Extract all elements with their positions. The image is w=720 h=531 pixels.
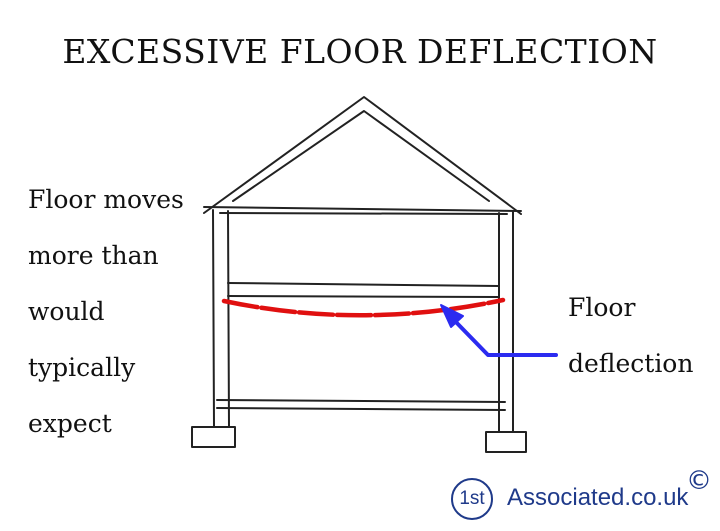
left-wall-inner bbox=[227, 210, 230, 428]
arrow-shaft bbox=[450, 316, 558, 357]
ground-floor-bottom bbox=[216, 407, 506, 411]
floor-moves-note: Floor moves more than would typically ex… bbox=[28, 172, 218, 452]
logo-text: Associated.co.uk bbox=[507, 484, 689, 511]
copyright-icon: © bbox=[686, 466, 712, 496]
note-line-2: more than bbox=[28, 241, 159, 270]
ground-floor-top bbox=[216, 399, 506, 403]
roof-inner bbox=[232, 110, 490, 202]
first-floor-bottom bbox=[227, 295, 500, 298]
note-line-5: expect bbox=[28, 409, 112, 438]
note-line-1: Floor moves bbox=[28, 185, 184, 214]
deflection-label-line-1: Floor bbox=[568, 293, 636, 322]
arrow-icon bbox=[440, 304, 464, 328]
page-title: EXCESSIVE FLOOR DEFLECTION bbox=[62, 32, 658, 71]
left-wall-outer bbox=[212, 209, 215, 428]
first-floor-top bbox=[227, 282, 500, 287]
logo-badge: 1st bbox=[451, 478, 493, 520]
right-foundation bbox=[485, 431, 527, 453]
floor-deflection-label: Floor deflection bbox=[568, 280, 718, 392]
deflection-label-line-2: deflection bbox=[568, 349, 694, 378]
roof-outline bbox=[203, 96, 522, 215]
brand-logo: 1st Associated.co.uk bbox=[451, 478, 719, 524]
attic-floor-top bbox=[203, 206, 522, 212]
attic-floor-bottom bbox=[219, 212, 508, 215]
note-line-3: would bbox=[28, 297, 105, 326]
floor-deflection-line bbox=[221, 297, 506, 318]
note-line-4: typically bbox=[28, 353, 136, 382]
left-foundation bbox=[191, 426, 236, 448]
